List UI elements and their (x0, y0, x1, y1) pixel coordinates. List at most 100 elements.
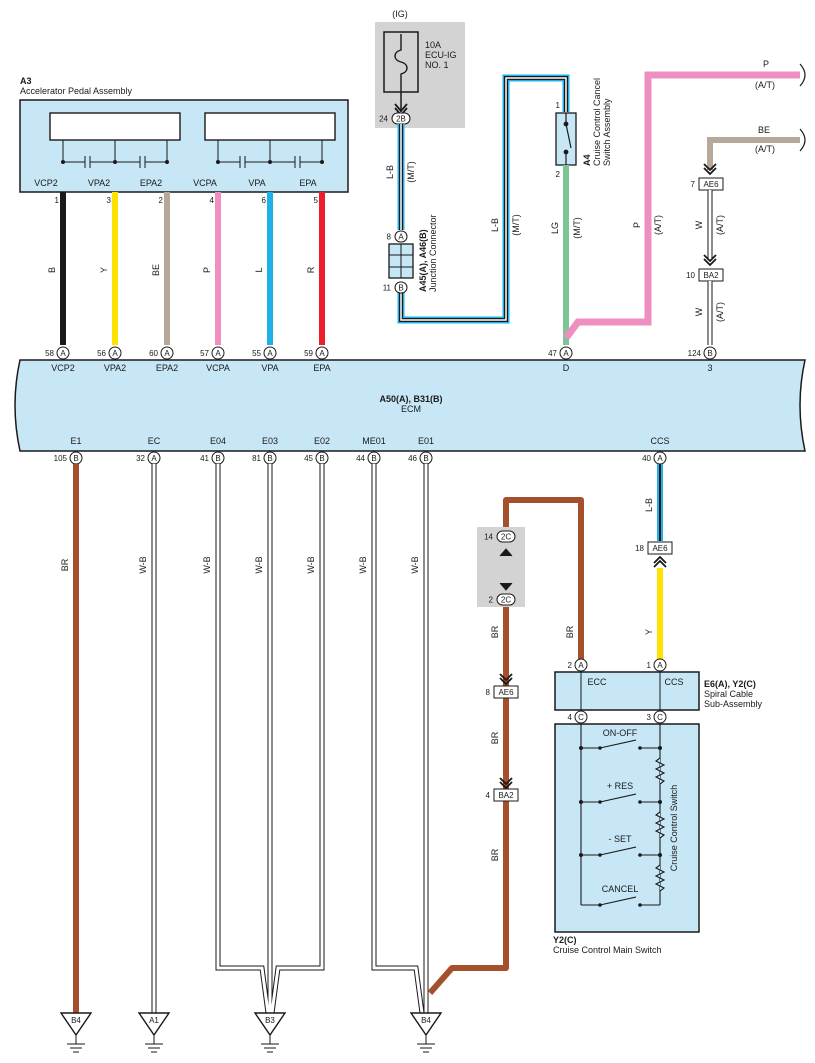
main-switch-resistors (654, 757, 666, 892)
svg-text:W-B: W-B (254, 556, 264, 573)
svg-text:E04: E04 (210, 436, 226, 446)
junction-name: Junction Connector (428, 214, 438, 292)
ecm-bottom-pins (69, 451, 667, 465)
svg-text:3: 3 (107, 196, 112, 205)
svg-text:E02: E02 (314, 436, 330, 446)
svg-text:VPA: VPA (248, 178, 265, 188)
svg-text:4: 4 (210, 196, 215, 205)
ae6-ccs-connector (647, 541, 673, 555)
svg-text:B: B (47, 267, 57, 273)
fuse-icon (394, 34, 408, 92)
svg-text:105: 105 (54, 454, 68, 463)
svg-text:VPA: VPA (261, 363, 278, 373)
junction-pin-top-badge (394, 230, 408, 243)
wire-p-at-side: (A/T) (653, 215, 663, 235)
ecm-top-pin-labels: VCP2 VPA2 EPA2 VCPA VPA EPA D 3 (51, 363, 712, 373)
fuse-pin-code: 2B (396, 115, 406, 124)
spiral-name1: Spiral Cable (704, 689, 753, 699)
svg-text:VCP2: VCP2 (51, 363, 75, 373)
ground-b3-label: B3 (265, 1016, 275, 1025)
svg-text:56: 56 (97, 349, 106, 358)
spiral-pin-ecc-code: A (578, 661, 584, 670)
wire-be-label: BE (758, 125, 770, 135)
c2c-arrow-up-icon (499, 548, 513, 557)
ecm-code: A50(A), B31(B) (379, 394, 442, 404)
wire-lb-junction-core (400, 77, 567, 321)
svg-text:W-B: W-B (410, 556, 420, 573)
ground-a1 (137, 1012, 171, 1053)
svg-text:57: 57 (200, 349, 209, 358)
ae6-br-arrow-icon (499, 673, 513, 686)
ba2-br-label: BA2 (498, 791, 514, 800)
pedal-terminal-labels: VCP2 VPA2 EPA2 VCPA VPA EPA (34, 178, 316, 188)
ecm-top-pin-numbers: 58 56 60 57 55 59 47 124 (45, 349, 701, 358)
ae6-ccs-arrow-icon (653, 555, 667, 568)
spiral-pin-ecc-badge (574, 658, 588, 672)
wire-p-break-icon (799, 63, 806, 87)
svg-text:45: 45 (304, 454, 313, 463)
cancel-switch-icon (563, 113, 572, 165)
svg-text:Y: Y (99, 267, 109, 273)
spiral-pin-ccs-code: A (657, 661, 663, 670)
ground-b4-left-label: B4 (71, 1016, 81, 1025)
svg-text:EPA: EPA (313, 363, 330, 373)
fuse-box-shade (375, 22, 465, 128)
wire-lb-mt-2: (M/T) (511, 214, 521, 236)
wire-br-label-3: BR (490, 731, 500, 744)
ecm-name: ECM (401, 404, 421, 414)
wire-p-label: P (632, 222, 642, 228)
svg-text:6: 6 (262, 196, 267, 205)
svg-text:E01: E01 (418, 436, 434, 446)
svg-text:VPA2: VPA2 (88, 178, 110, 188)
svg-text:W-B: W-B (138, 556, 148, 573)
svg-text:W-B: W-B (306, 556, 316, 573)
svg-text:55: 55 (252, 349, 261, 358)
wire-br-label-1: BR (490, 625, 500, 638)
c2c-arrow-down-icon (499, 582, 513, 591)
ae6-ccs-label: AE6 (652, 544, 668, 553)
c2c-top-badge (496, 530, 516, 543)
pedal-wire-color-codes: B Y BE P L R (47, 264, 316, 276)
svg-text:P: P (202, 267, 212, 273)
spiral-pin-low-left-badge (574, 710, 588, 724)
c2c-top-code: 2C (501, 533, 511, 542)
ba2-top-label: BA2 (703, 271, 719, 280)
svg-text:E03: E03 (262, 436, 278, 446)
spiral-pin-low-right-num: 3 (647, 713, 652, 722)
ba2-top-arrow-icon (703, 254, 717, 267)
svg-text:A: A (60, 349, 66, 358)
svg-text:B: B (371, 454, 376, 463)
ecm-bottom-pin-labels: E1 EC E04 E03 E02 ME01 E01 CCS (70, 436, 669, 446)
ground-b4-right-label: B4 (421, 1016, 431, 1025)
svg-text:B: B (319, 454, 324, 463)
svg-text:EPA2: EPA2 (140, 178, 162, 188)
ae6-br-pin: 8 (486, 688, 491, 697)
ba2-br-pin: 4 (486, 791, 491, 800)
main-switch-name: Cruise Control Main Switch (553, 945, 662, 955)
svg-text:A: A (563, 349, 569, 358)
main-switch-body (554, 723, 700, 933)
wire-br-ecc (427, 497, 584, 995)
cancel-switch-name1: Cruise Control Cancel (592, 78, 602, 166)
wire-w-label-1: W (694, 220, 704, 229)
wire-wb-group (151, 464, 429, 1014)
ground-a1-label: A1 (149, 1016, 159, 1025)
ecm-bottom-pin-numbers: 105 32 41 81 45 44 46 40 (54, 454, 652, 463)
svg-text:1: 1 (55, 196, 60, 205)
svg-text:VPA2: VPA2 (104, 363, 126, 373)
svg-text:58: 58 (45, 349, 54, 358)
svg-text:CANCEL: CANCEL (602, 884, 639, 894)
wire-lb-label-1: L-B (385, 165, 395, 179)
svg-text:ME01: ME01 (362, 436, 386, 446)
svg-text:59: 59 (304, 349, 313, 358)
svg-text:- SET: - SET (608, 834, 632, 844)
svg-text:44: 44 (356, 454, 365, 463)
fuse-name: ECU-IG (425, 50, 457, 60)
wire-p-at (563, 71, 800, 341)
svg-text:5: 5 (314, 196, 319, 205)
svg-text:ON-OFF: ON-OFF (603, 728, 638, 738)
pedal-name: Accelerator Pedal Assembly (20, 86, 133, 96)
spiral-pin-low-left-code: C (578, 713, 584, 722)
pedal-internal-circuit-right (217, 140, 323, 168)
svg-text:A: A (267, 349, 273, 358)
